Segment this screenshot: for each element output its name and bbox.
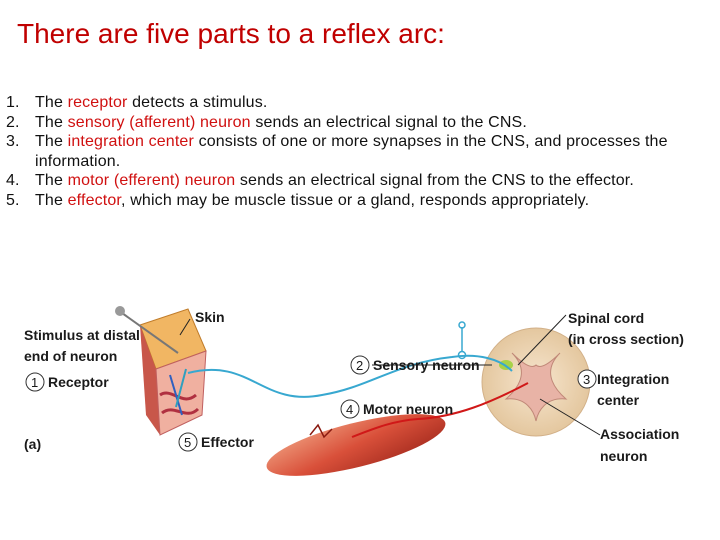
stimulus-label-line2: end of neuron [24,348,117,364]
integration-label-line2: center [597,392,640,408]
step-number: 2. [6,113,20,131]
step-text: The [35,172,68,189]
spinal-cord-label-line2: (in cross section) [568,331,684,347]
pin-head-icon [115,306,125,316]
skin-block-graphic [139,308,207,436]
motor-neuron-label: Motor neuron [363,401,453,417]
slide-title: There are five parts to a reflex arc: [17,18,445,49]
step-text: The [35,133,68,150]
step-item: 3. The integration center consists of on… [6,132,718,171]
step-number: 3. [6,133,20,150]
step-text: sends an electrical signal from the CNS … [235,172,634,189]
step-text: consists of one or more synapses in the … [35,133,668,170]
receptor-label: Receptor [48,374,109,390]
spinal-cord-label-line1: Spinal cord [568,310,644,326]
panel-label: (a) [24,436,41,452]
association-label-line1: Association [600,426,679,442]
skin-label: Skin [195,309,225,325]
step-1-number: 1 [31,375,38,390]
step-term: sensory (afferent) neuron [67,113,251,131]
step-term: integration center [67,133,194,150]
sensory-neuron-path [187,354,513,398]
muscle-effector-graphic [266,414,446,476]
reflex-arc-steps: 1. The receptor detects a stimulus. 2. T… [6,93,718,210]
step-number: 4. [6,172,20,189]
effector-label: Effector [201,434,254,450]
step-2-number: 2 [356,358,363,373]
step-term: motor (efferent) neuron [67,172,236,189]
step-text: sends an electrical signal to the CNS. [250,113,527,131]
step-4-number: 4 [346,402,353,417]
step-term: receptor [67,94,128,111]
stimulus-label-line1: Stimulus at distal [24,327,140,343]
sensory-neuron-label: Sensory neuron [373,357,480,373]
step-text: detects a stimulus. [127,94,268,111]
step-text: The [35,113,68,131]
step-text: The [35,94,68,111]
step-text: , which may be muscle tissue or a gland,… [121,191,590,209]
step-item: 4. The motor (efferent) neuron sends an … [6,171,718,191]
motor-neuron-path [351,382,529,438]
integration-label-line1: Integration [597,371,669,387]
reflex-arc-diagram: Skin Stimulus at distal end of neuron 1 … [24,306,684,476]
step-term: effector [67,191,122,209]
step-3-number: 3 [583,372,590,387]
step-item: 1. The receptor detects a stimulus. [6,93,718,113]
step-item: 2. The sensory (afferent) neuron sends a… [6,113,718,133]
step-5-number: 5 [184,435,191,450]
step-text: The [35,191,68,209]
step-item: 5. The effector, which may be muscle tis… [6,191,718,211]
step-number: 5. [6,191,20,209]
association-label-line2: neuron [600,448,647,464]
step-number: 1. [6,94,20,111]
sensory-cell-body-icon [457,350,467,360]
stimulus-pin-icon [121,312,179,354]
